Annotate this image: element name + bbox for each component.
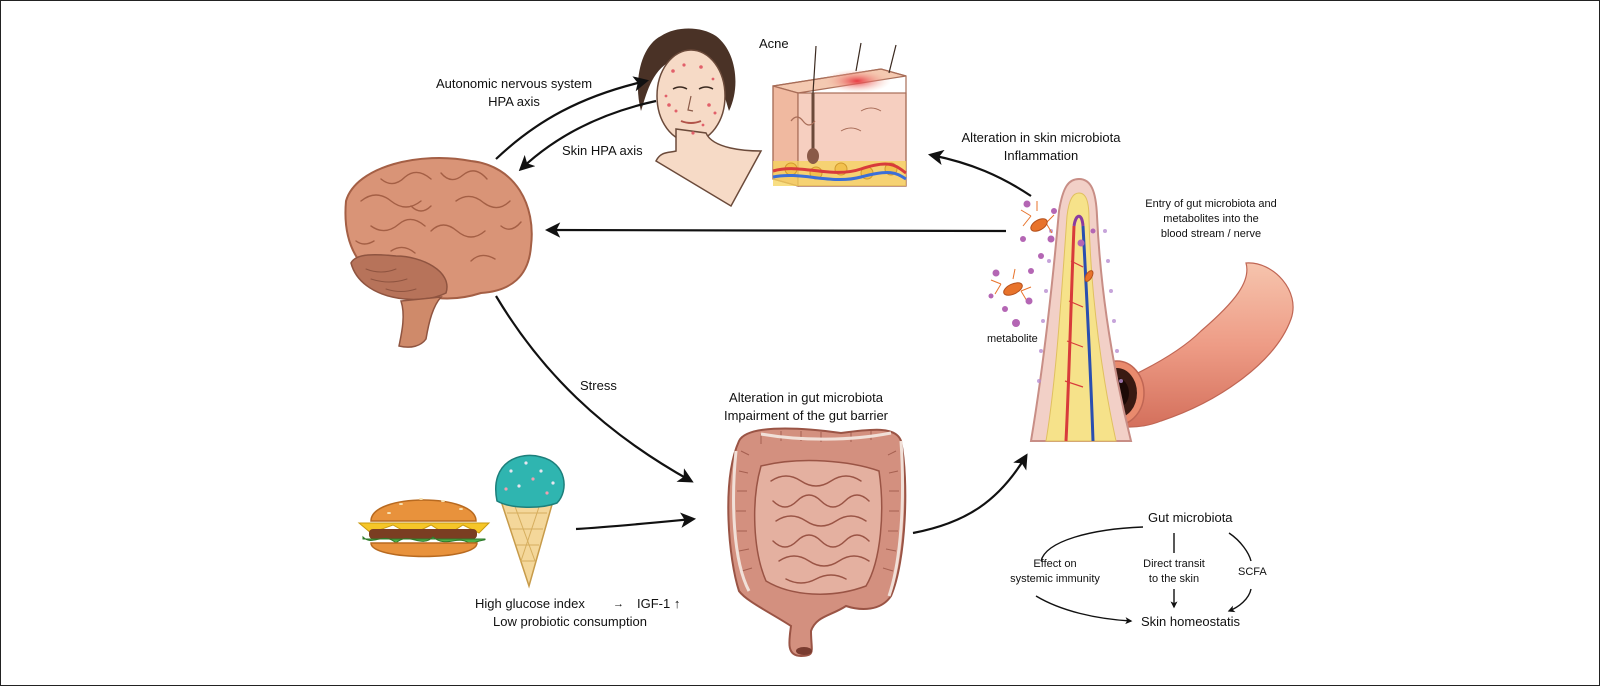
entry-line3: blood stream / nerve [1160,228,1262,240]
diet-label-line1a: High glucose index [475,596,585,611]
arrow-brain-to-face [495,76,650,160]
immunity-line2: systemic immunity [1010,573,1100,585]
gut-alteration-line2: Impairment of the gut barrier [723,408,889,423]
brain-illustration [344,157,533,348]
metabolite-label: metabolite [987,333,1038,345]
intestinal-villus-illustration [1029,177,1294,442]
scfa-label: SCFA [1238,566,1267,578]
arrow-face-to-brain [518,99,657,172]
immunity-label: Effect on systemic immunity [1005,557,1105,587]
arrow-immunity-to-homeostasis [1035,595,1133,625]
ice-cream-cone-illustration [495,454,565,589]
arrow-scfa-to-homeostasis [1227,588,1252,613]
ans-label: Autonomic nervous system HPA axis [419,75,609,111]
arrow-gut-to-skin [927,149,1032,197]
diet-label-line1b: IGF-1 ↑ [637,596,681,611]
transit-label: Direct transit to the skin [1133,557,1215,587]
ans-label-line1: Autonomic nervous system [435,76,593,91]
stress-label: Stress [580,378,617,393]
gut-alteration-label: Alteration in gut microbiota Impairment … [701,389,911,425]
face-with-acne-illustration [637,28,763,208]
arrow-brain-to-intestine [495,295,694,483]
gut-alteration-line1: Alteration in gut microbiota [729,390,883,405]
entry-label: Entry of gut microbiota and metabolites … [1121,197,1301,242]
arrow-food-to-intestine [575,512,697,531]
flow-arrows [495,76,1252,625]
skin-homeostasis-label: Skin homeostatis [1141,614,1240,629]
large-intestine-illustration [727,427,907,658]
skin-alteration-line2: Inflammation [1003,148,1079,163]
ans-label-line2: HPA axis [488,94,540,109]
transit-line2: to the skin [1148,573,1200,585]
entry-line1: Entry of gut microbiota and [1145,198,1277,210]
arrow-gut-to-brain [544,222,1007,238]
immunity-line1: Effect on [1033,558,1077,570]
arrow-gut-microbiota-to-immunity [1040,526,1144,562]
diet-arrow-glyph: → [613,598,624,610]
entry-line2: metabolites into the [1163,213,1259,225]
diet-label-line2: Low probiotic consumption [493,614,647,629]
transit-line1: Direct transit [1143,558,1205,570]
bacteria-and-metabolites [988,200,1096,327]
skin-cross-section-illustration [772,42,907,187]
skin-hpa-label: Skin HPA axis [562,143,643,158]
skin-alteration-label: Alteration in skin microbiota Inflammati… [941,129,1141,165]
gut-microbiota-label: Gut microbiota [1148,510,1233,525]
arrow-gut-microbiota-to-scfa [1228,532,1252,562]
arrow-intestine-to-villus [912,453,1028,535]
hamburger-illustration [357,498,491,558]
acne-label: Acne [759,36,789,51]
skin-alteration-line1: Alteration in skin microbiota [961,130,1121,145]
